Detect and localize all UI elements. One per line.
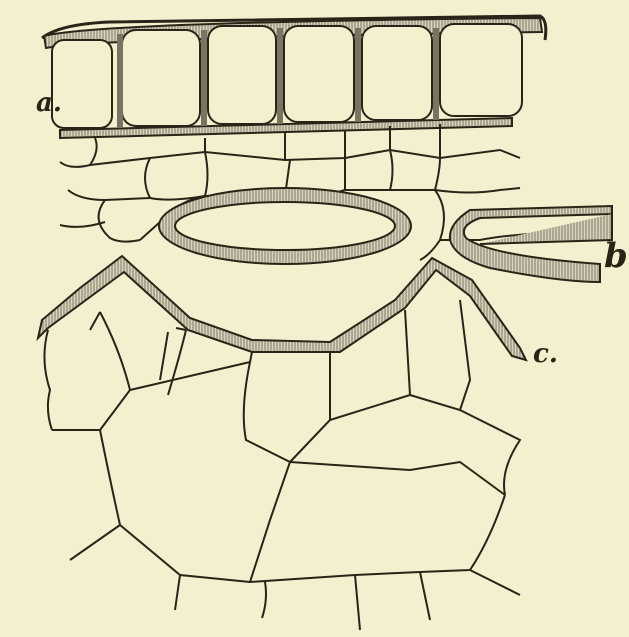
label-c: c. xyxy=(533,339,558,369)
epidermis-cell xyxy=(122,30,200,126)
epidermis-cell xyxy=(208,26,276,124)
endodermis-layer-c xyxy=(38,256,526,360)
central-elongated-cell xyxy=(159,188,411,264)
fibre-b xyxy=(450,206,612,282)
epidermis-cell xyxy=(440,24,522,116)
label-a: a. xyxy=(36,88,62,118)
label-b: b. xyxy=(604,236,629,276)
epidermis-cell xyxy=(284,26,354,122)
epidermis-layer xyxy=(42,16,546,138)
epidermis-cell xyxy=(362,26,432,120)
